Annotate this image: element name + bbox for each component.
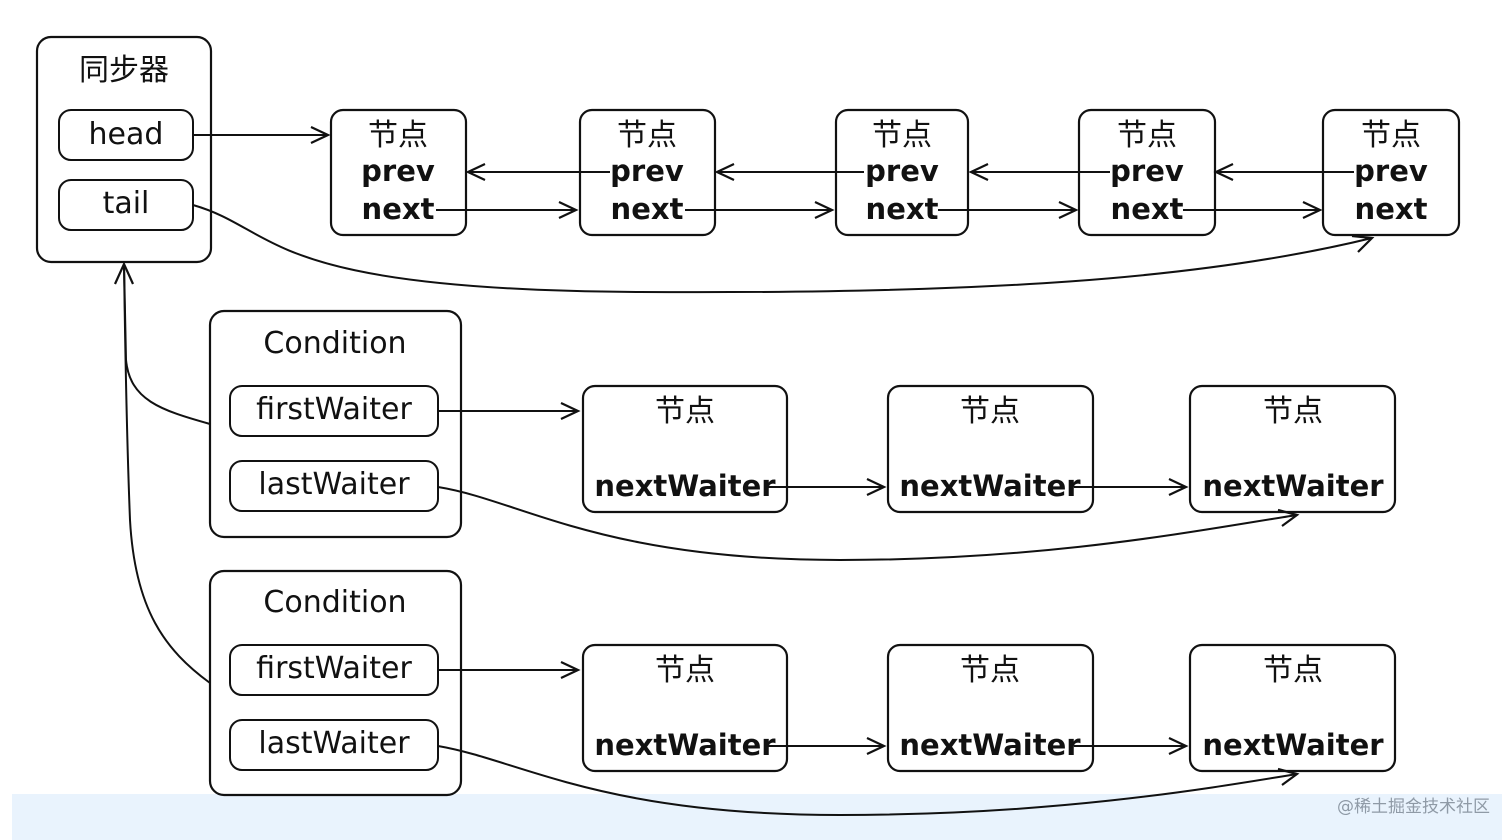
sync-node-box bbox=[329, 108, 468, 237]
sync-node-prev: prev bbox=[610, 154, 684, 188]
head-field: head bbox=[89, 117, 164, 152]
last-waiter-box bbox=[229, 460, 439, 512]
waiter-node-next-waiter: nextWaiter bbox=[594, 469, 776, 503]
sync-node: 节点 prev next bbox=[834, 108, 970, 237]
arrowhead bbox=[1213, 163, 1234, 181]
arrowhead bbox=[866, 478, 887, 496]
arrowhead bbox=[310, 126, 331, 144]
arrowhead bbox=[1277, 508, 1300, 527]
last-waiter-arrow bbox=[437, 745, 1298, 817]
arrowhead bbox=[866, 737, 887, 755]
waiter-node-box bbox=[886, 643, 1095, 773]
arrowhead bbox=[113, 261, 135, 285]
waiter-node-label: 节点 bbox=[655, 394, 715, 429]
waiter-node-label: 节点 bbox=[1263, 394, 1323, 429]
condition-title: Condition bbox=[263, 585, 406, 620]
waiter-node-next-waiter: nextWaiter bbox=[899, 469, 1081, 503]
sync-node-label: 节点 bbox=[872, 118, 932, 153]
first-waiter-field: firstWaiter bbox=[256, 651, 412, 686]
condition-1-sync-arrow bbox=[123, 263, 211, 425]
waiter-node-box bbox=[581, 643, 789, 773]
sync-node-prev: prev bbox=[1354, 154, 1428, 188]
arrowhead bbox=[558, 201, 579, 219]
waiter-node-label: 节点 bbox=[1263, 653, 1323, 688]
arrowhead bbox=[1058, 201, 1079, 219]
sync-node-label: 节点 bbox=[1361, 118, 1421, 153]
last-waiter-arrow bbox=[437, 486, 1298, 562]
last-waiter-box bbox=[229, 719, 439, 771]
waiter-node-next-waiter: nextWaiter bbox=[1202, 469, 1384, 503]
waiter-node-next-waiter: nextWaiter bbox=[1202, 728, 1384, 762]
waiter-node-box bbox=[1188, 384, 1397, 514]
arrowhead bbox=[968, 163, 989, 181]
tail-pointer-arrow bbox=[192, 204, 1373, 294]
sync-node-prev: prev bbox=[361, 154, 435, 188]
watermark-text: @稀土掘金技术社区 bbox=[1337, 797, 1490, 817]
condition-queue-2: Condition firstWaiter lastWaiter 节点 next… bbox=[208, 569, 1397, 817]
condition-title: Condition bbox=[263, 326, 406, 361]
arrowhead bbox=[560, 661, 581, 679]
sync-node-label: 节点 bbox=[368, 118, 428, 153]
waiter-node: 节点 nextWaiter bbox=[1188, 643, 1397, 773]
waiter-node-box bbox=[581, 384, 789, 514]
waiter-node: 节点 nextWaiter bbox=[1188, 384, 1397, 514]
sync-node-prev: prev bbox=[865, 154, 939, 188]
sync-node-next: next bbox=[1355, 192, 1428, 226]
last-waiter-field: lastWaiter bbox=[258, 467, 410, 502]
condition-2-sync-arrow bbox=[123, 263, 211, 684]
tail-field: tail bbox=[103, 186, 150, 221]
arrowhead bbox=[1277, 767, 1300, 786]
sync-node-prev: prev bbox=[1110, 154, 1184, 188]
waiter-node-label: 节点 bbox=[655, 653, 715, 688]
waiter-node-box bbox=[886, 384, 1095, 514]
sync-node-next: next bbox=[866, 192, 939, 226]
arrowhead bbox=[814, 201, 835, 219]
watermark-band bbox=[12, 794, 1502, 840]
waiter-node-next-waiter: nextWaiter bbox=[899, 728, 1081, 762]
sync-node: 节点 prev next bbox=[1321, 108, 1461, 237]
arrowhead bbox=[714, 163, 735, 181]
arrowhead bbox=[560, 402, 581, 420]
waiter-node: 节点 nextWaiter bbox=[581, 643, 789, 773]
waiter-node: 节点 nextWaiter bbox=[886, 643, 1095, 773]
sync-node-next: next bbox=[1111, 192, 1184, 226]
condition-to-synchronizer-arrows bbox=[113, 261, 211, 684]
sync-node: 节点 prev next bbox=[329, 108, 468, 237]
arrowhead bbox=[1168, 478, 1189, 496]
arrowhead bbox=[1302, 201, 1323, 219]
arrowhead bbox=[465, 163, 486, 181]
arrowhead bbox=[1168, 737, 1189, 755]
waiter-node-label: 节点 bbox=[960, 394, 1020, 429]
sync-node-next: next bbox=[611, 192, 684, 226]
first-waiter-field: firstWaiter bbox=[256, 392, 412, 427]
waiter-node-label: 节点 bbox=[960, 653, 1020, 688]
waiter-node: 节点 nextWaiter bbox=[886, 384, 1095, 514]
arrowhead bbox=[1351, 234, 1375, 253]
synchronizer: 同步器 head tail bbox=[35, 35, 213, 264]
synchronizer-title: 同步器 bbox=[79, 53, 169, 88]
sync-node-next: next bbox=[362, 192, 435, 226]
sync-node-label: 节点 bbox=[1117, 118, 1177, 153]
last-waiter-field: lastWaiter bbox=[258, 726, 410, 761]
sync-node-label: 节点 bbox=[617, 118, 677, 153]
sync-queue-arrows bbox=[192, 126, 1375, 294]
waiter-node: 节点 nextWaiter bbox=[581, 384, 789, 514]
waiter-node-next-waiter: nextWaiter bbox=[594, 728, 776, 762]
waiter-node-box bbox=[1188, 643, 1397, 773]
condition-queue-1: Condition firstWaiter lastWaiter 节点 next… bbox=[208, 309, 1397, 562]
